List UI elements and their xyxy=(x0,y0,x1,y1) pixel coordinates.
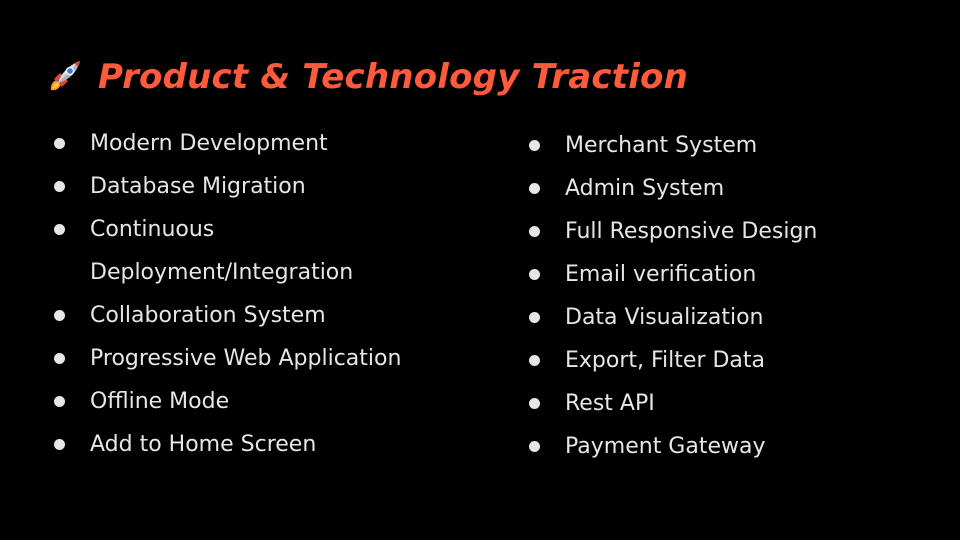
list-item: Rest API xyxy=(527,382,947,425)
bullet-icon xyxy=(529,226,540,237)
list-item-text: Merchant System xyxy=(565,133,758,158)
list-item: Email verification xyxy=(527,253,947,296)
bullet-icon xyxy=(529,441,540,452)
bullet-icon xyxy=(54,224,65,235)
list-item: Merchant System xyxy=(527,124,947,167)
rocket-icon xyxy=(50,61,80,91)
list-item-text: Collaboration System xyxy=(90,303,326,328)
bullet-icon xyxy=(529,183,540,194)
bullet-icon xyxy=(529,269,540,280)
bullet-icon xyxy=(529,312,540,323)
list-item: Data Visualization xyxy=(527,296,947,339)
slide-title-row: Product & Technology Traction xyxy=(44,52,688,102)
list-item: Progressive Web Application xyxy=(52,337,482,380)
bullet-icon xyxy=(54,138,65,149)
list-item: Admin System xyxy=(527,167,947,210)
list-item-text: Data Visualization xyxy=(565,305,764,330)
list-item-text: Rest API xyxy=(565,391,655,416)
bullet-icon xyxy=(54,439,65,450)
list-item: Add to Home Screen xyxy=(52,423,482,466)
list-item-text: Full Responsive Design xyxy=(565,219,818,244)
bullet-icon xyxy=(529,398,540,409)
list-item-text: Export, Filter Data xyxy=(565,348,766,373)
list-item-text: Database Migration xyxy=(90,174,306,199)
list-item-text: Payment Gateway xyxy=(565,434,766,459)
list-item-text: Admin System xyxy=(565,176,725,201)
list-item-text: Offline Mode xyxy=(90,389,230,414)
bullet-icon xyxy=(529,355,540,366)
list-item-text: Email verification xyxy=(565,262,757,287)
list-item: Export, Filter Data xyxy=(527,339,947,382)
list-item-text: Progressive Web Application xyxy=(90,346,402,371)
bullet-icon xyxy=(54,310,65,321)
list-item-text: Add to Home Screen xyxy=(90,432,317,457)
bullet-icon xyxy=(54,353,65,364)
list-item-text: Modern Development xyxy=(90,131,328,156)
bullet-icon xyxy=(529,140,540,151)
list-item: Payment Gateway xyxy=(527,425,947,468)
list-item: Deployment/Integration xyxy=(52,251,482,294)
list-item-text: Continuous xyxy=(90,217,215,242)
list-item: Full Responsive Design xyxy=(527,210,947,253)
list-item: Modern Development xyxy=(52,122,482,165)
list-item: Offline Mode xyxy=(52,380,482,423)
list-item: Database Migration xyxy=(52,165,482,208)
slide-title: Product & Technology Traction xyxy=(98,57,689,97)
list-item-text: Deployment/Integration xyxy=(90,260,354,285)
list-item: Continuous xyxy=(52,208,482,251)
bullet-icon xyxy=(54,181,65,192)
list-item: Collaboration System xyxy=(52,294,482,337)
bullet-icon xyxy=(54,396,65,407)
